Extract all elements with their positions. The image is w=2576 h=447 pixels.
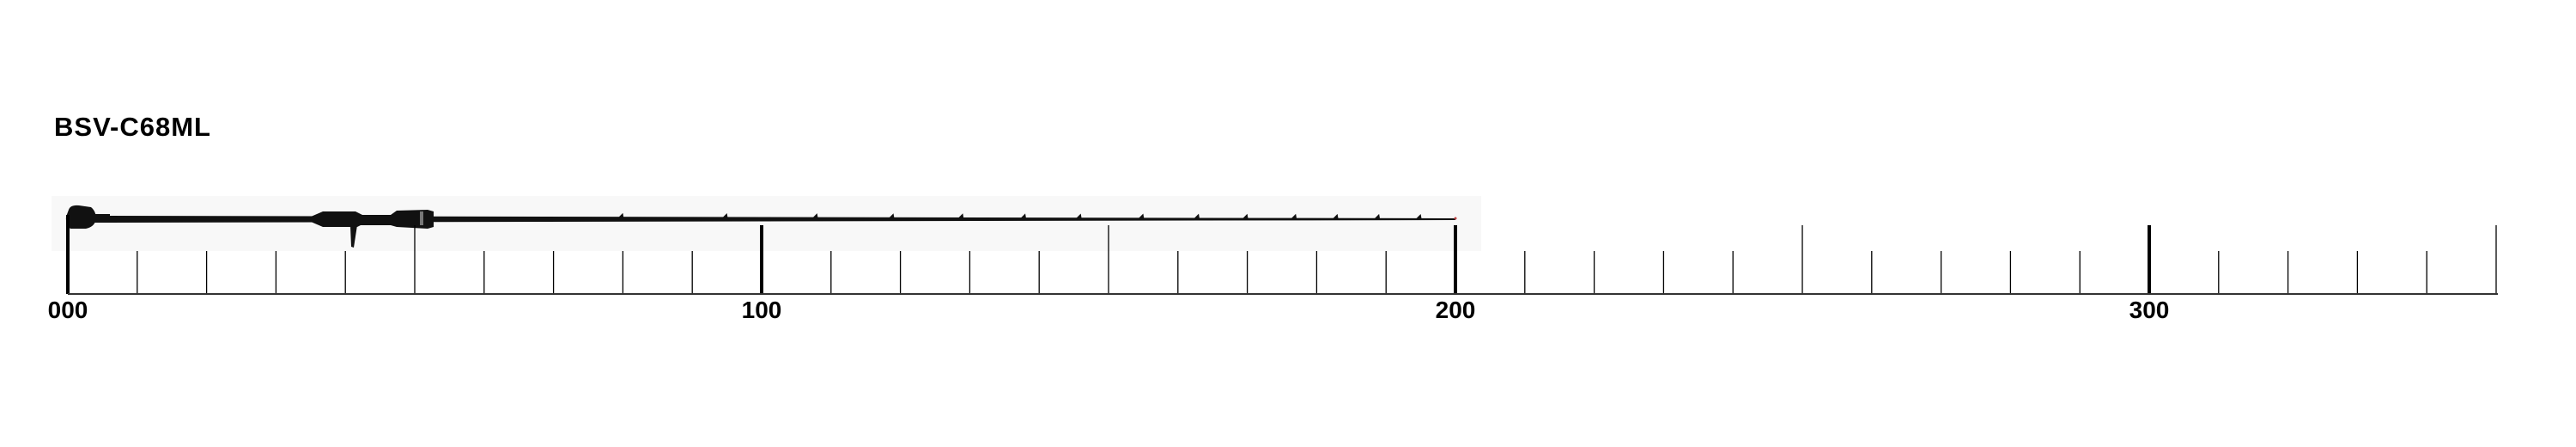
butt-ferrule xyxy=(94,214,110,223)
ruler-label-300: 300 xyxy=(2129,297,2170,323)
rod-guide xyxy=(721,212,728,218)
rod-guide xyxy=(1194,213,1200,219)
rod-guide xyxy=(957,213,964,219)
rod-guide xyxy=(1075,213,1082,219)
rod-guide xyxy=(1291,213,1297,219)
ruler-label-200: 200 xyxy=(1436,297,1476,323)
reel-seat-grip xyxy=(311,210,434,229)
rod-image-backdrop xyxy=(52,196,1481,251)
rod-guide xyxy=(1374,213,1381,219)
fishing-rod-image xyxy=(65,205,1457,248)
ruler-label-0: 000 xyxy=(48,297,88,323)
ruler-label-100: 100 xyxy=(742,297,782,323)
reel-seat-nut xyxy=(420,211,423,225)
rod-guide xyxy=(1138,213,1145,219)
rod-guide xyxy=(888,213,895,219)
rod-guide xyxy=(617,212,624,218)
rod-guide xyxy=(1242,213,1249,219)
ruler-ticks xyxy=(66,215,2497,294)
rod-guide xyxy=(1020,213,1027,219)
product-title: BSV-C68ML xyxy=(54,112,211,142)
rod-guide xyxy=(1332,213,1339,219)
rod-guide xyxy=(1415,213,1422,219)
tip-top xyxy=(1454,217,1457,220)
butt-cap xyxy=(65,205,96,229)
trigger xyxy=(350,225,357,248)
rod-guide xyxy=(811,213,818,219)
